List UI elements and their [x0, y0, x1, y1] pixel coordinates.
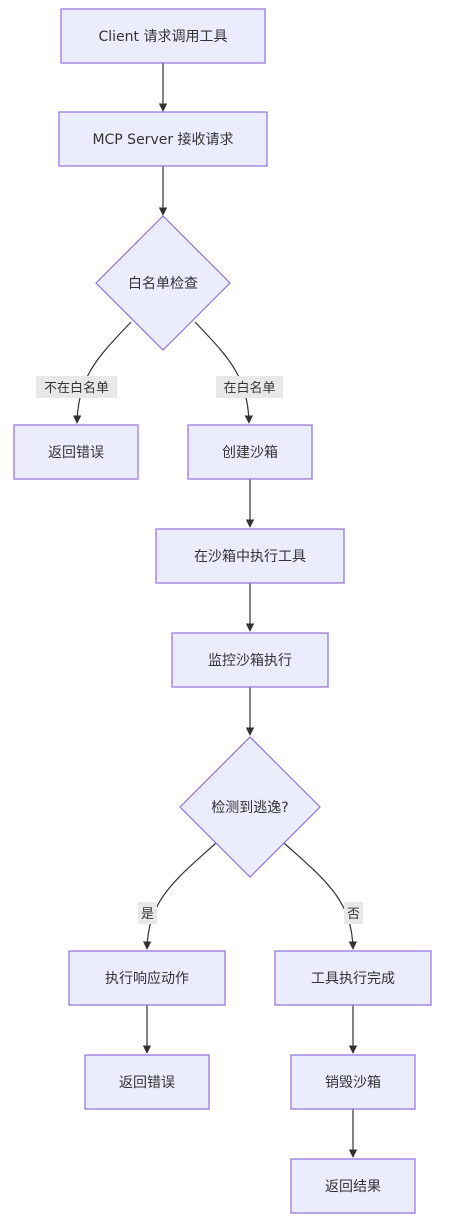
svg-text:返回错误: 返回错误 — [119, 1075, 175, 1091]
edge-whitelist-to-sandbox — [194, 321, 254, 424]
svg-text:MCP Server 接收请求: MCP Server 接收请求 — [92, 131, 233, 148]
svg-text:返回错误: 返回错误 — [48, 445, 104, 461]
svg-text:不在白名单: 不在白名单 — [44, 380, 109, 396]
node-return-result: 返回结果 — [290, 1158, 416, 1214]
node-tool-complete: 工具执行完成 — [274, 950, 432, 1006]
svg-text:销毁沙箱: 销毁沙箱 — [325, 1075, 381, 1091]
edge-label-in-whitelist: 在白名单 — [216, 376, 283, 398]
node-destroy-sandbox: 销毁沙箱 — [290, 1054, 416, 1110]
node-client-request: Client 请求调用工具 — [60, 8, 266, 64]
svg-text:返回结果: 返回结果 — [325, 1179, 381, 1195]
svg-text:创建沙箱: 创建沙箱 — [222, 445, 278, 461]
node-exec-response: 执行响应动作 — [68, 950, 226, 1006]
node-monitor-sandbox: 监控沙箱执行 — [171, 632, 329, 688]
svg-text:执行响应动作: 执行响应动作 — [105, 970, 189, 987]
svg-text:工具执行完成: 工具执行完成 — [311, 971, 395, 987]
edge-whitelist-to-error — [72, 321, 132, 424]
node-server-receive: MCP Server 接收请求 — [58, 111, 268, 167]
svg-text:是: 是 — [141, 907, 154, 922]
svg-text:否: 否 — [347, 907, 360, 922]
node-return-error-2: 返回错误 — [84, 1054, 210, 1110]
node-exec-in-sandbox: 在沙箱中执行工具 — [155, 528, 345, 584]
node-return-error-1: 返回错误 — [13, 424, 139, 480]
edge-label-yes: 是 — [138, 902, 157, 924]
decision-whitelist-check: 白名单检查 — [95, 215, 231, 351]
svg-text:白名单检查: 白名单检查 — [128, 276, 198, 292]
svg-text:在沙箱中执行工具: 在沙箱中执行工具 — [194, 549, 306, 565]
decision-escape-detected: 检测到逃逸? — [179, 736, 321, 878]
svg-text:在白名单: 在白名单 — [223, 380, 275, 396]
edge-escape-to-response — [142, 842, 217, 950]
edge-label-not-in-whitelist: 不在白名单 — [36, 376, 117, 398]
node-create-sandbox: 创建沙箱 — [187, 424, 313, 480]
edge-label-no: 否 — [344, 902, 363, 924]
edge-escape-to-complete — [283, 842, 358, 950]
svg-text:Client 请求调用工具: Client 请求调用工具 — [99, 29, 228, 45]
svg-text:监控沙箱执行: 监控沙箱执行 — [208, 653, 292, 669]
svg-text:检测到逃逸?: 检测到逃逸? — [211, 800, 288, 816]
